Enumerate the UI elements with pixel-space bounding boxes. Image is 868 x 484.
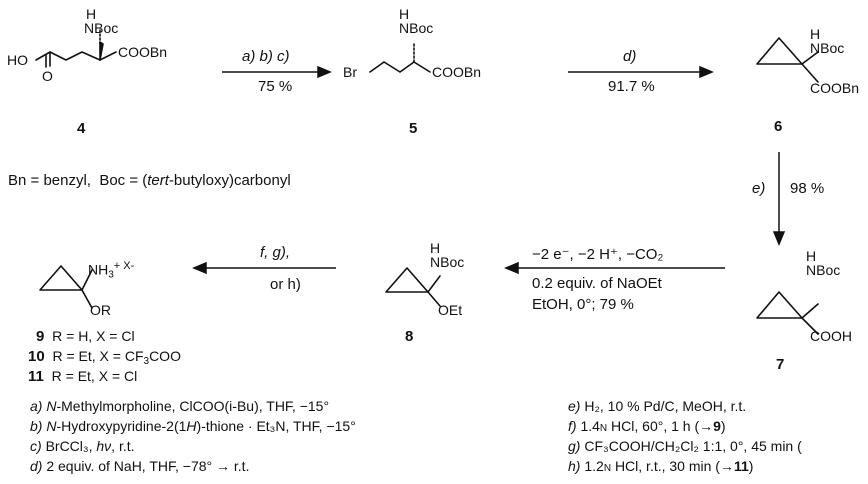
arrow3-yield: 98 %: [790, 180, 825, 197]
compound-5-structure: [369, 41, 431, 73]
c7-nboc: NBoc: [806, 262, 841, 278]
footnote-f: f) 1.4N HCl, 60°, 1 h (→9): [568, 418, 726, 434]
c9-or: OR: [90, 302, 111, 318]
arrow3-conditions: e): [752, 180, 766, 197]
c8-oet: OEt: [438, 302, 463, 318]
c4-ho: HO: [7, 52, 28, 68]
arrow2-conditions: d): [623, 48, 637, 65]
c6-h: H: [810, 26, 821, 42]
footnote-e: e) H₂, 10 % Pd/C, MeOH, r.t.: [568, 398, 747, 414]
compound-9-structure: [39, 265, 93, 309]
footnote-g: g) CF₃COOH/CH₂Cl₂ 1:1, 0°, 45 min (: [568, 438, 802, 454]
compound-4-structure: [35, 29, 117, 68]
c8-h: H: [430, 240, 441, 256]
footnote-a: a) N-Methylmorpholine, ClCOO(i-Bu), THF,…: [30, 398, 330, 414]
definitions: Bn = benzyl, Boc = (tert-butyloxy)carbon…: [8, 172, 291, 189]
c4-coobn: COOBn: [118, 44, 168, 60]
label-7: 7: [776, 356, 785, 373]
footnote-c: c) BrCCl₃, hν, r.t.: [30, 438, 135, 454]
arrow2-yield: 91.7 %: [608, 78, 655, 95]
product-9: 9 R = H, X = Cl: [36, 328, 135, 345]
arrow5-conditions-alt: or h): [270, 276, 301, 293]
compound-7-structure: [756, 291, 819, 335]
c8-nboc: NBoc: [430, 254, 465, 270]
arrow4-line2: 0.2 equiv. of NaOEt: [532, 275, 662, 292]
arrow5-conditions: f, g),: [260, 244, 291, 261]
c5-coobn: COOBn: [432, 64, 482, 80]
c5-h: H: [399, 6, 410, 22]
c5-nboc: NBoc: [399, 20, 434, 36]
c4-h: H: [86, 6, 97, 22]
product-11: 11 R = Et, X = Cl: [28, 368, 138, 385]
arrow4-line3: EtOH, 0°; 79 %: [532, 296, 634, 313]
footnote-d: d) 2 equiv. of NaH, THF, −78° → r.t.: [30, 458, 250, 474]
compound-6-structure: [756, 37, 819, 83]
arrow1-yield: 75 %: [258, 78, 293, 95]
arrow1-conditions: a) b) c): [242, 48, 290, 65]
label-4: 4: [77, 120, 86, 137]
c5-br: Br: [343, 64, 357, 80]
c6-nboc: NBoc: [810, 40, 845, 56]
compound-8-structure: [385, 267, 441, 307]
footnote-h: h) 1.2N HCl, r.t., 30 min (→11): [568, 458, 754, 474]
c7-cooh: COOH: [810, 328, 852, 344]
label-5: 5: [409, 120, 418, 137]
arrow4-line1: −2 e⁻, −2 H⁺, −CO₂: [532, 246, 664, 263]
c4-o: O: [42, 68, 53, 84]
footnote-b: b) N-Hydroxypyridine-2(1H)-thione · Et₃N…: [30, 418, 356, 434]
product-10: 10 R = Et, X = CF3COO: [28, 348, 181, 367]
c7-h: H: [806, 248, 817, 264]
c6-coobn: COOBn: [810, 80, 860, 96]
label-8: 8: [405, 328, 414, 345]
c9-nh3: NH3+ X-: [88, 260, 135, 281]
c4-nboc: NBoc: [84, 20, 119, 36]
label-6: 6: [774, 118, 783, 135]
